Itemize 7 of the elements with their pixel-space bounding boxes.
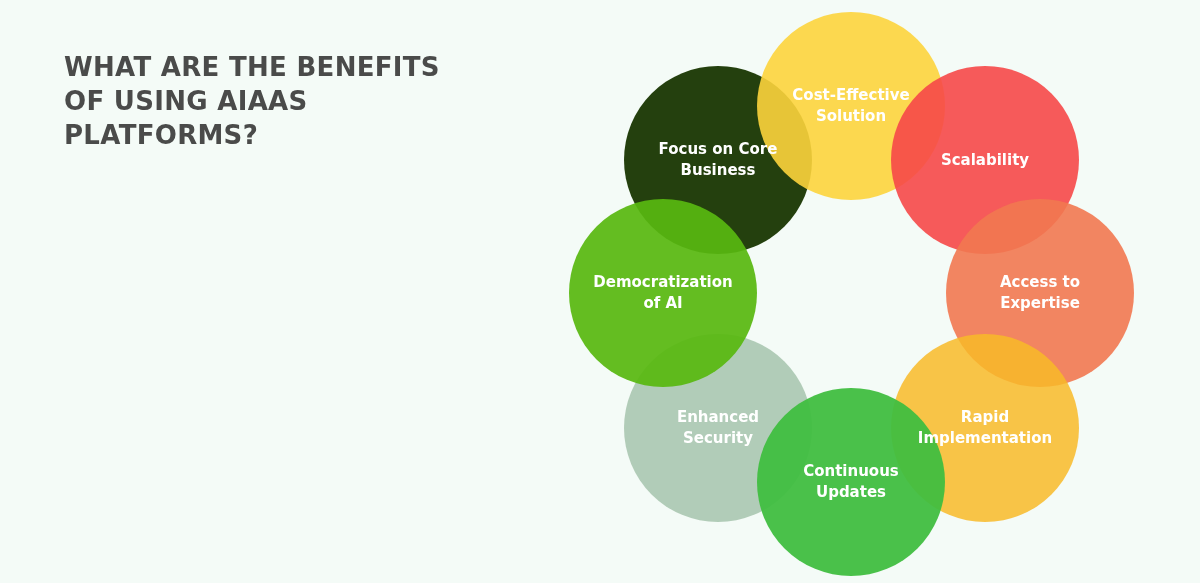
benefit-label: Access to Expertise bbox=[998, 272, 1082, 314]
benefit-label: Democratization of AI bbox=[593, 272, 733, 314]
benefit-label: Cost-Effective Solution bbox=[791, 85, 911, 127]
benefit-label: Enhanced Security bbox=[675, 407, 761, 449]
title: WHAT ARE THE BENEFITS OF USING AIAAS PLATFORMS? bbox=[64, 51, 441, 152]
benefit-label: Continuous Updates bbox=[802, 461, 900, 503]
benefit-label: Scalability bbox=[939, 149, 1031, 171]
